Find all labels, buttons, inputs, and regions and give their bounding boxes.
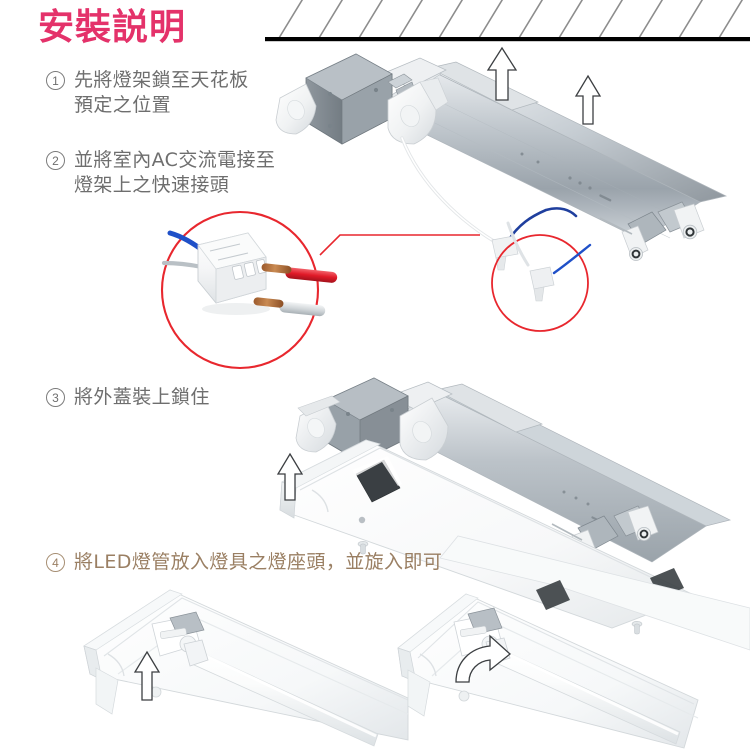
red-wire-stripped <box>261 263 338 283</box>
lamp-holder-right-step3 <box>399 397 449 461</box>
fixture-body-left <box>83 589 409 741</box>
screw-right <box>631 621 643 635</box>
step4-rotate-illustration <box>397 535 750 750</box>
page-title: 安裝説明 <box>38 7 187 48</box>
lamp-holder-left <box>275 83 317 135</box>
step-item-4: 4 將LED燈管放入燈具之燈座頭，並旋入即可 <box>46 550 442 575</box>
blue-wire <box>504 207 578 246</box>
step-text-2: 並將室內AC交流電接至 燈架上之快速接頭 <box>74 149 276 197</box>
connector-on-fixture <box>506 221 592 302</box>
step-number-3: 3 <box>46 388 65 407</box>
step-number-4: 4 <box>46 553 65 572</box>
callout-circle-magnified <box>160 210 320 370</box>
end-clamps <box>599 201 705 261</box>
step3-cover-illustration <box>270 377 750 635</box>
up-arrow-large <box>486 46 518 101</box>
up-arrow-small <box>574 74 602 125</box>
step-text-3: 將外蓋裝上鎖住 <box>74 386 210 408</box>
led-tube-left <box>183 639 379 747</box>
connector-detail-illustration <box>140 205 640 380</box>
screw-left <box>357 541 369 555</box>
step-number-2: 2 <box>46 151 65 170</box>
white-wire-stripped <box>253 297 326 317</box>
callout-leader-line <box>319 234 480 256</box>
ceiling-hatch-illustration <box>265 0 750 44</box>
quick-connector-block <box>197 232 270 315</box>
callout-circle-target <box>491 234 589 332</box>
step4-insert-illustration <box>78 588 409 750</box>
rotate-arrow-step4-right <box>455 634 512 683</box>
step-number-1: 1 <box>46 71 65 90</box>
wire-connector-small <box>491 235 519 271</box>
up-arrow-step3 <box>276 452 304 501</box>
gray-wire-in <box>161 260 205 270</box>
top-assembly-illustration <box>270 34 750 274</box>
step-item-1: 1 先將燈架鎖至天花板 預定之位置 <box>46 68 249 118</box>
step-text-4: 將LED燈管放入燈具之燈座頭，並旋入即可 <box>74 551 443 573</box>
step-item-2: 2 並將室內AC交流電接至 燈架上之快速接頭 <box>46 148 275 198</box>
step-item-3: 3 將外蓋裝上鎖住 <box>46 385 210 410</box>
step-text-1: 先將燈架鎖至天花板 預定之位置 <box>74 69 249 117</box>
lamp-holder-right <box>387 77 449 145</box>
up-arrow-step4-left <box>133 650 161 701</box>
ceiling-plate-step3 <box>435 383 543 433</box>
